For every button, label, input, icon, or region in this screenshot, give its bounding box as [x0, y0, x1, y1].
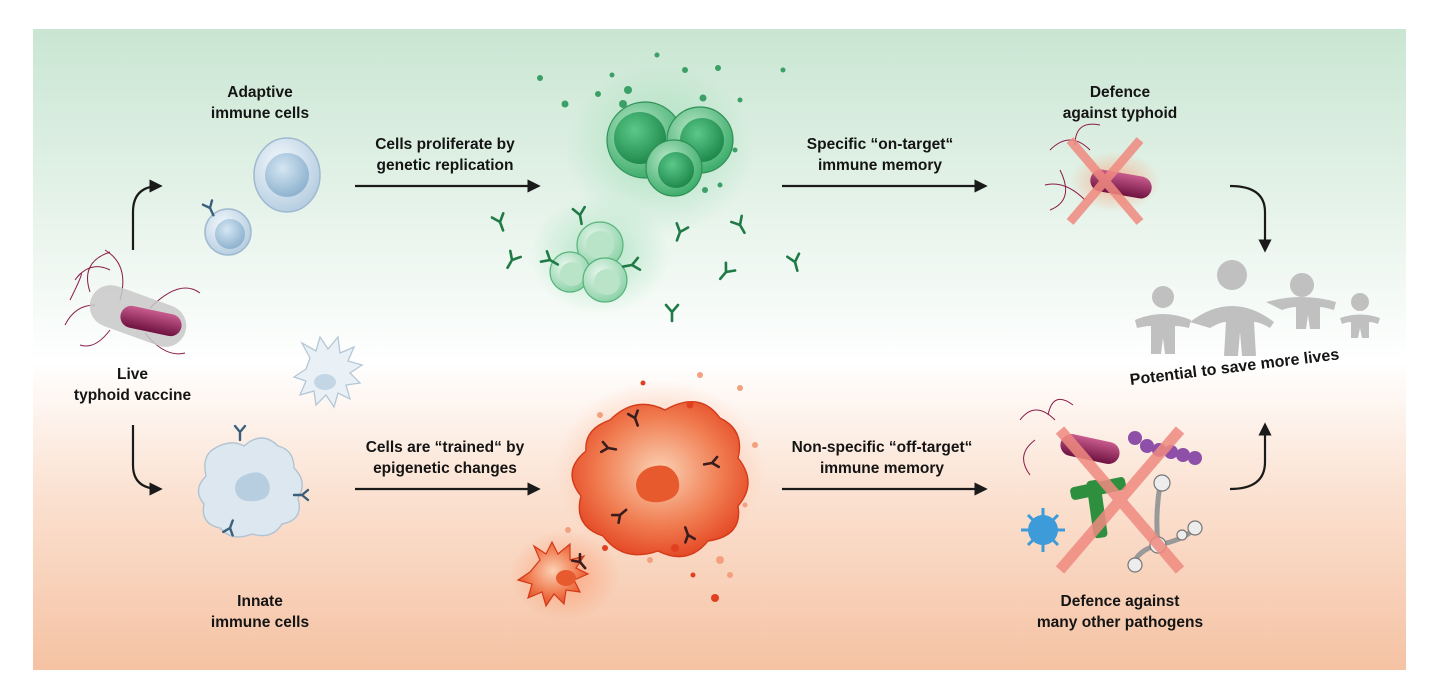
vaccine-label-line1: Live: [116, 366, 148, 383]
trained-label-line1: Cells are “trained“ by: [365, 439, 525, 456]
arrow-pathogens-to-lives: [1229, 422, 1272, 491]
trained-label: Cells are “trained“ by epigenetic change…: [350, 437, 540, 479]
off-target-label-line1: Non-specific “off-target“: [791, 439, 973, 456]
multi-pathogen-defence: [1019, 398, 1203, 574]
arrow-typhoid-to-lives: [1229, 184, 1272, 253]
people-icon: [1135, 260, 1380, 356]
defence-many-line1: Defence against: [1060, 593, 1180, 610]
off-target-label: Non-specific “off-target“ immune memory: [772, 437, 992, 479]
defence-typhoid-line1: Defence: [1089, 84, 1151, 101]
proliferate-label-line1: Cells proliferate by: [375, 136, 515, 153]
defence-typhoid-label: Defence against typhoid: [1020, 82, 1220, 124]
proliferating-cells: [490, 52, 805, 323]
adaptive-cells-label: Adaptive immune cells: [200, 82, 320, 124]
virus-icon: [1021, 508, 1065, 552]
innate-label-line2: immune cells: [210, 614, 310, 631]
trained-label-line2: epigenetic changes: [373, 460, 517, 477]
adaptive-label-line2: immune cells: [210, 105, 310, 122]
vaccine-label-line2: typhoid vaccine: [73, 387, 192, 404]
flow-arrows: [131, 179, 1272, 496]
trained-cells: [510, 372, 765, 620]
arrow-vaccine-to-adaptive: [131, 179, 163, 250]
macrophage-icon: [197, 424, 310, 538]
proliferate-label-line2: genetic replication: [376, 157, 514, 174]
vaccine-label: Live typhoid vaccine: [55, 364, 210, 406]
innate-label-line1: Innate: [237, 593, 283, 610]
defence-many-line2: many other pathogens: [1036, 614, 1204, 631]
bacterium-icon: [64, 249, 201, 355]
on-target-label-line1: Specific “on-target“: [806, 136, 954, 153]
cross-icon: [1066, 137, 1144, 225]
proliferate-label: Cells proliferate by genetic replication: [350, 134, 540, 176]
on-target-label: Specific “on-target“ immune memory: [775, 134, 985, 176]
off-target-label-line2: immune memory: [819, 460, 945, 477]
on-target-label-line2: immune memory: [817, 157, 943, 174]
arrow-vaccine-to-innate: [131, 425, 163, 496]
innate-cells-label: Innate immune cells: [200, 591, 320, 633]
defence-many-label: Defence against many other pathogens: [1010, 591, 1230, 633]
defence-typhoid-line2: against typhoid: [1062, 105, 1178, 122]
typhoid-defence: [1044, 123, 1160, 225]
b-cell-icon: [201, 137, 321, 256]
dendritic-cell-icon: [292, 335, 364, 409]
adaptive-label-line1: Adaptive: [227, 84, 293, 101]
cross-icon: [1055, 426, 1185, 574]
